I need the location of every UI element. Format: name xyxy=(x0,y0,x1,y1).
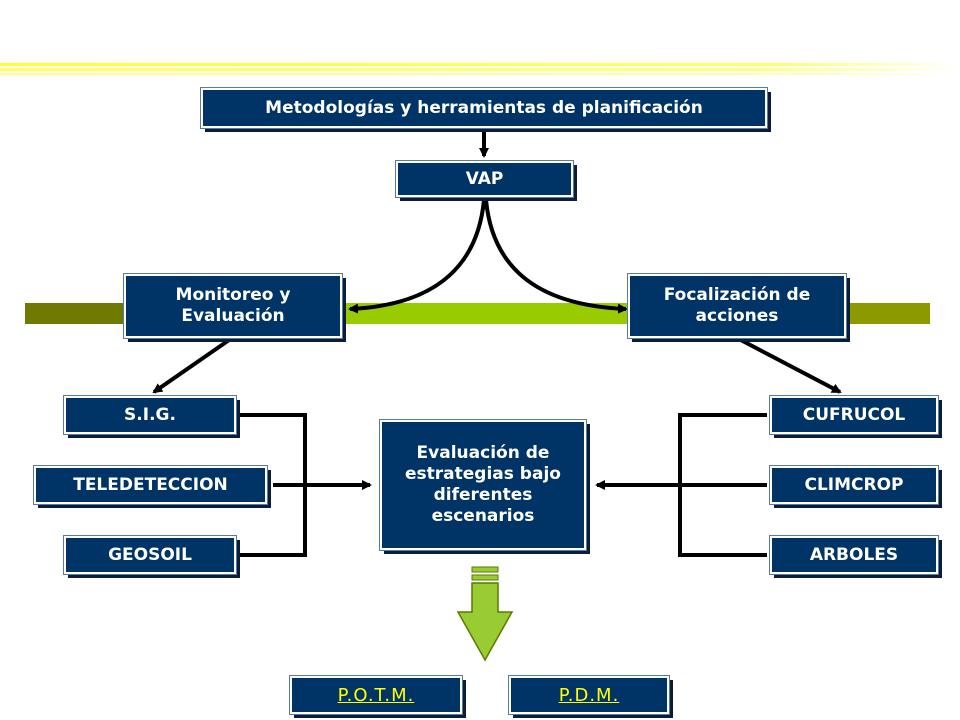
evaluacion-box: Evaluación de estrategias bajo diferente… xyxy=(379,419,587,551)
arrow-vap-to-focalizacion xyxy=(484,199,628,314)
title-box: Metodologías y herramientas de planifica… xyxy=(200,87,768,129)
sig-box: S.I.G. xyxy=(63,395,237,435)
potm-link[interactable]: P.O.T.M. xyxy=(289,675,463,715)
monitoreo-box: Monitoreo y Evaluación xyxy=(123,273,343,339)
band-right xyxy=(835,303,930,324)
left-bracket xyxy=(240,413,372,557)
arrow-focalizacion-to-cufrucol xyxy=(736,336,842,394)
top-accent-line xyxy=(0,63,960,75)
arrow-monitoreo-to-sig xyxy=(152,336,234,394)
band-center xyxy=(330,303,630,324)
teledeteccion-box: TELEDETECCION xyxy=(33,465,268,505)
right-bracket xyxy=(595,413,767,557)
pdm-link[interactable]: P.D.M. xyxy=(508,675,670,715)
geosoil-box: GEOSOIL xyxy=(63,535,237,575)
cufrucol-box: CUFRUCOL xyxy=(769,395,939,435)
climcrop-box: CLIMCROP xyxy=(769,465,939,505)
band-left xyxy=(25,303,125,324)
arrow-vap-to-monitoreo xyxy=(348,199,486,314)
arboles-box: ARBOLES xyxy=(769,535,939,575)
vap-box: VAP xyxy=(395,160,574,198)
focalizacion-box: Focalización de acciones xyxy=(627,273,847,339)
green-down-arrow-icon xyxy=(456,566,514,662)
